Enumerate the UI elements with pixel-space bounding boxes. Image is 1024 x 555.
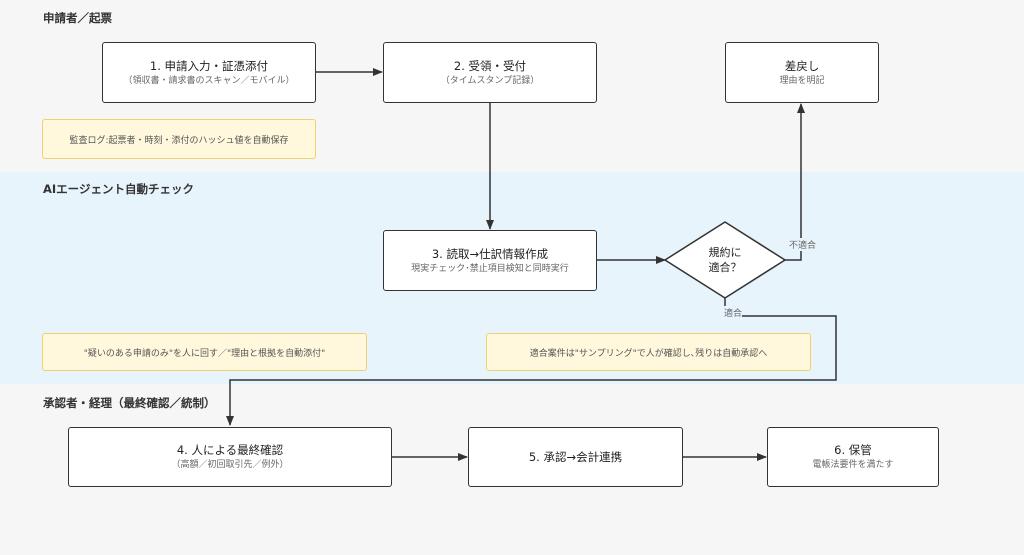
node-reject[interactable]: 差戻し 理由を明記 <box>725 42 879 103</box>
node-6-subtitle: 電帳法要件を満たす <box>812 460 894 470</box>
edge-nonconform <box>785 103 805 261</box>
node-reject-subtitle: 理由を明記 <box>779 75 825 86</box>
decision-line-2: 適合？ <box>708 261 742 274</box>
edge-label-conform: 適合 <box>724 306 743 319</box>
lane-title-ai: AIエージェント自動チェック <box>43 182 194 196</box>
decision-line-1: 規約に <box>708 246 742 259</box>
note-sampling: 適合案件は"サンプリング"で人が確認し､残りは自動承認へ <box>486 333 811 371</box>
node-2-subtitle: （タイムスタンプ記録） <box>440 75 540 86</box>
node-2-title: 2. 受領・受付 <box>453 58 527 73</box>
node-3-title: 3. 読取→仕訳情報作成 <box>431 246 549 261</box>
lane-title-approver: 承認者・経理（最終確認／統制） <box>43 396 216 410</box>
node-4-human-review[interactable]: 4. 人による最終確認 （高額／初回取引先／例外） <box>68 427 392 487</box>
edge-label-nonconform: 不適合 <box>789 238 817 251</box>
node-1-subtitle: （領収書・請求書のスキャン／モバイル） <box>123 75 295 86</box>
node-reject-title: 差戻し <box>784 58 820 73</box>
node-4-subtitle: （高額／初回取引先／例外） <box>171 460 289 470</box>
node-6-title: 6. 保管 <box>834 443 872 457</box>
node-5-approve-accounting[interactable]: 5. 承認→会計連携 <box>468 427 683 487</box>
node-4-title: 4. 人による最終確認 <box>176 443 284 457</box>
node-1-application-input[interactable]: 1. 申請入力・証憑添付 （領収書・請求書のスキャン／モバイル） <box>102 42 316 103</box>
node-2-receipt[interactable]: 2. 受領・受付 （タイムスタンプ記録） <box>383 42 597 103</box>
node-6-storage[interactable]: 6. 保管 電帳法要件を満たす <box>767 427 939 487</box>
decision-shape <box>663 221 787 299</box>
node-3-read-journal[interactable]: 3. 読取→仕訳情報作成 現実チェック･禁止項目検知と同時実行 <box>383 230 597 291</box>
node-3-subtitle: 現実チェック･禁止項目検知と同時実行 <box>411 263 569 274</box>
node-1-title: 1. 申請入力・証憑添付 <box>149 58 269 73</box>
lane-title-applicant: 申請者／起票 <box>43 11 112 25</box>
note-suspicious-only: "疑いのある申請のみ"を人に回す／"理由と根拠を自動添付" <box>42 333 367 371</box>
decision-label[interactable]: 規約に 適合？ <box>685 245 765 275</box>
note-audit-log: 監査ログ:起票者・時刻・添付のハッシュ値を自動保存 <box>42 119 316 159</box>
node-5-title: 5. 承認→会計連携 <box>528 450 623 464</box>
